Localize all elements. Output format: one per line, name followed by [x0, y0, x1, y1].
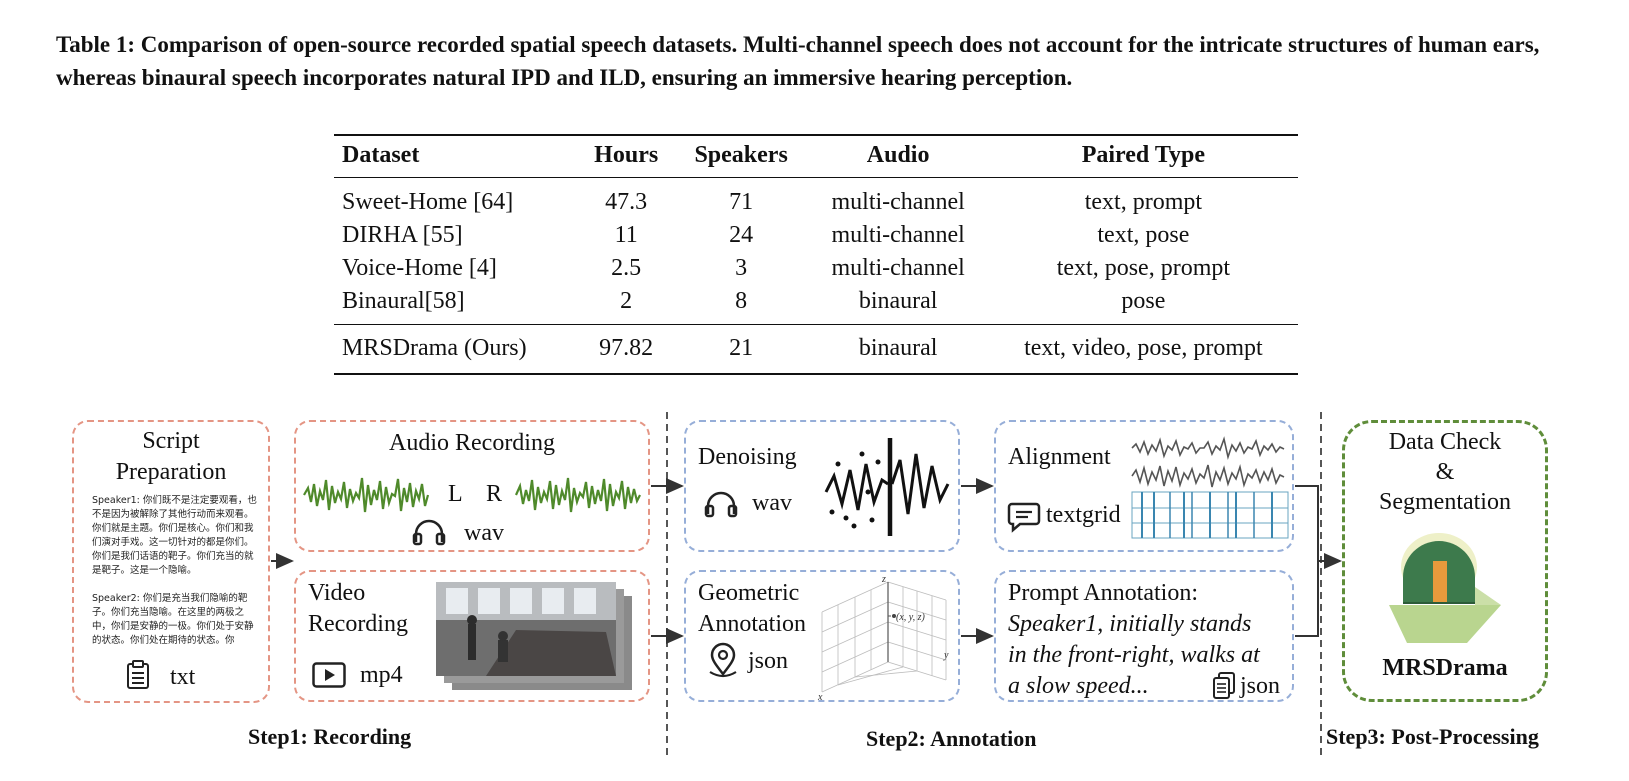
- video-frames-image: [436, 582, 632, 690]
- audio-title: Audio Recording: [389, 430, 555, 456]
- geometric-title-line2: Annotation: [698, 611, 806, 637]
- alignment-format: textgrid: [1046, 502, 1121, 528]
- axis-x-label: x: [817, 692, 823, 703]
- header-audio: Audio: [807, 134, 989, 178]
- video-format: mp4: [360, 662, 403, 688]
- point-label: (x, y, z): [896, 612, 926, 623]
- cell-paired-type: pose: [1121, 288, 1166, 314]
- cell-audio: binaural: [858, 288, 938, 314]
- cell-hours: 2: [620, 288, 633, 314]
- geometric-title-line1: Geometric: [698, 580, 800, 606]
- cell-hours: 2.5: [611, 255, 642, 281]
- coordinate-grid-image: (x, y, z) z y x: [817, 574, 949, 703]
- prompt-format: json: [1240, 673, 1281, 699]
- headphones-icon: [704, 491, 738, 518]
- audio-right-label: R: [486, 481, 503, 507]
- alignment-box: Alignment textgrid: [994, 420, 1294, 552]
- video-recording-box: Video Recording mp4: [294, 570, 650, 702]
- table-caption: Table 1: Comparison of open-source recor…: [56, 32, 1540, 90]
- script-speaker1-text: Speaker1: 你们既不是注定要观看，也不是因为被解除了其他行动而来观看。你…: [92, 495, 257, 576]
- data-check-box: Data Check & Segmentation MRSDrama: [1342, 420, 1548, 702]
- script-title-line2: Preparation: [115, 459, 227, 485]
- cell-paired-type: text, prompt: [1084, 189, 1203, 215]
- file-copy-icon: [1213, 672, 1235, 699]
- play-icon: [312, 662, 346, 688]
- table-row-ours: MRSDrama (Ours) 97.82 21 binaural text, …: [334, 324, 1298, 375]
- cell-hours: 97.82: [577, 324, 675, 375]
- table-row: Voice-Home [4] 2.5 3 multi-channel text,…: [334, 252, 1298, 285]
- geometric-format: json: [748, 648, 789, 674]
- audio-left-label: L: [448, 481, 463, 507]
- cell-audio: multi-channel: [831, 189, 965, 215]
- header-speakers: Speakers: [674, 134, 808, 178]
- cell-audio: multi-channel: [831, 222, 965, 248]
- video-title-line2: Recording: [308, 611, 408, 637]
- table-header-row: Dataset Hours Speakers Audio Paired Type: [334, 134, 1298, 178]
- audio-recording-box: Audio Recording L R wav: [294, 420, 650, 552]
- cell-speakers: 24: [729, 222, 754, 248]
- script-preparation-box: Script Preparation Speaker1: 你们既不是注定要观看，…: [72, 420, 270, 703]
- table-row: Sweet-Home [64] 47.3 71 multi-channel te…: [334, 178, 1298, 220]
- cell-dataset: Sweet-Home [64]: [342, 189, 514, 215]
- geometric-annotation-box: Geometric Annotation json (x, y, z) z y …: [684, 570, 960, 703]
- datacheck-line2: &: [1435, 459, 1455, 485]
- step1-label: Step1: Recording: [248, 724, 412, 749]
- table-row: Binaural[58] 2 8 binaural pose: [334, 285, 1298, 325]
- cell-audio: binaural: [807, 324, 989, 375]
- script-title-line1: Script: [142, 428, 200, 454]
- alignment-title: Alignment: [1008, 444, 1111, 470]
- cell-hours: 11: [614, 222, 638, 248]
- prompt-line2: in the front-right, walks at: [1008, 642, 1260, 668]
- prompt-line3: a slow speed...: [1008, 673, 1149, 699]
- cell-audio: multi-channel: [831, 255, 965, 281]
- cell-hours: 47.3: [605, 189, 648, 215]
- denoise-wave-icon: [824, 438, 950, 536]
- cell-paired-type: text, pose: [1097, 222, 1190, 248]
- audio-format: wav: [464, 520, 504, 546]
- prompt-line1: Speaker1, initially stands: [1008, 611, 1252, 637]
- cell-speakers: 21: [674, 324, 808, 375]
- prompt-annotation-box: Prompt Annotation: Speaker1, initially s…: [994, 570, 1294, 702]
- step2-label: Step2: Annotation: [866, 726, 1037, 751]
- cell-paired-type: text, video, pose, prompt: [988, 324, 1298, 375]
- cell-dataset: Binaural[58]: [342, 288, 465, 314]
- denoising-title: Denoising: [698, 444, 797, 470]
- header-hours: Hours: [577, 134, 675, 178]
- script-speaker2-text: Speaker2: 你们是充当我们隐喻的靶子。你们充当隐喻。在这里的两极之中，你…: [92, 593, 254, 646]
- dataset-logo: [1389, 533, 1501, 643]
- cell-dataset: DIRHA [55]: [342, 222, 463, 248]
- arrow-alignment-merge: [1295, 485, 1319, 561]
- waveform-right: [514, 477, 641, 513]
- step3-label: Step3: Post-Processing: [1326, 724, 1539, 749]
- video-title-line1: Video: [308, 580, 366, 606]
- waveform-left: [303, 477, 430, 513]
- denoising-box: Denoising wav: [684, 420, 960, 552]
- cell-speakers: 71: [729, 189, 754, 215]
- location-pin-icon: [709, 642, 737, 678]
- script-format: txt: [170, 664, 196, 690]
- axis-y-label: y: [943, 650, 949, 661]
- header-paired-type: Paired Type: [988, 134, 1298, 178]
- message-icon: [1007, 502, 1041, 533]
- clipboard-icon: [127, 660, 149, 689]
- headphones-icon: [412, 519, 446, 546]
- denoising-format: wav: [752, 490, 792, 516]
- dataset-name: MRSDrama: [1382, 655, 1508, 681]
- prompt-title: Prompt Annotation:: [1008, 580, 1199, 606]
- table-row: DIRHA [55] 11 24 multi-channel text, pos…: [334, 219, 1298, 252]
- textgrid-waveform-image: [1131, 436, 1289, 539]
- cell-speakers: 8: [735, 288, 748, 314]
- cell-dataset: Voice-Home [4]: [342, 255, 497, 281]
- cell-speakers: 3: [735, 255, 748, 281]
- comparison-table: Dataset Hours Speakers Audio Paired Type…: [334, 134, 1298, 375]
- header-dataset: Dataset: [334, 134, 578, 178]
- datacheck-line3: Segmentation: [1379, 489, 1511, 515]
- cell-dataset: MRSDrama (Ours): [334, 324, 578, 375]
- cell-paired-type: text, pose, prompt: [1056, 255, 1231, 281]
- datacheck-line1: Data Check: [1388, 429, 1502, 455]
- axis-z-label: z: [881, 574, 886, 585]
- arrow-prompt-merge: [1295, 561, 1319, 637]
